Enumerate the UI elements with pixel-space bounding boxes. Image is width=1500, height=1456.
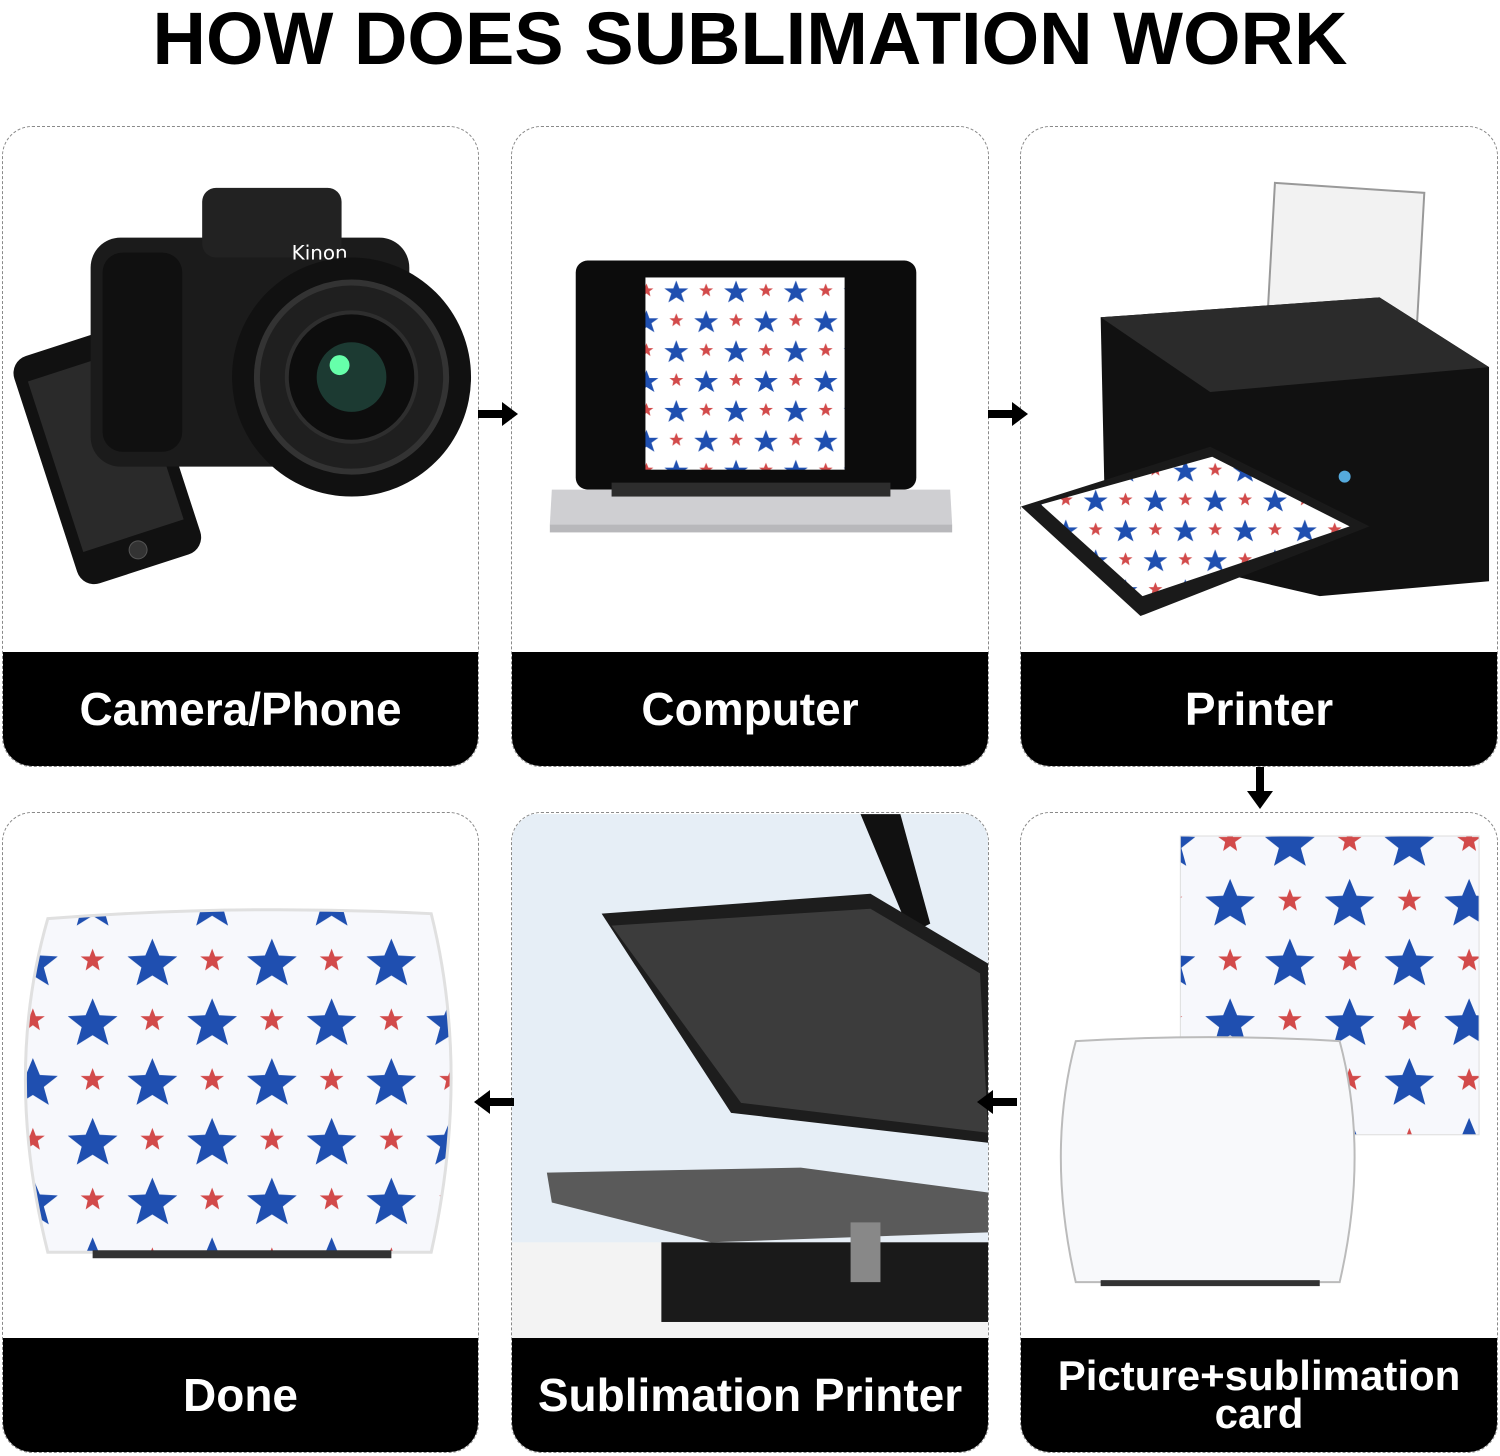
blank-pad-and-print-illustration — [1059, 835, 1480, 1287]
step-label: Computer — [512, 652, 988, 766]
arrow-right-icon — [988, 402, 1028, 426]
arrow-right-icon — [478, 402, 518, 426]
arrow-left-icon — [474, 1090, 514, 1114]
step-card-sublimation-printer: Sublimation Printer — [511, 812, 989, 1453]
page-title: HOW DOES SUBLIMATION WORK — [152, 0, 1348, 80]
camera-brand-text: Kinon — [292, 242, 348, 265]
arrow-down-icon — [1247, 767, 1273, 809]
step-card-done: Done — [2, 812, 479, 1453]
step-label: Camera/Phone — [3, 652, 478, 766]
step-label: Picture+sublimation card — [1021, 1338, 1497, 1452]
step-card-printer: Printer — [1020, 126, 1498, 767]
step-card-camera-phone: Kinon Camera/Phone — [2, 126, 479, 767]
step-label: Printer — [1021, 652, 1497, 766]
step-label: Done — [3, 1338, 478, 1452]
step-label: Sublimation Printer — [512, 1338, 988, 1452]
laptop-illustration — [549, 260, 953, 533]
camera-phone-illustration: Kinon — [13, 187, 472, 585]
step-card-computer: Computer — [511, 126, 989, 767]
arrow-left-icon — [977, 1090, 1017, 1114]
finished-mousepad-illustration — [23, 908, 453, 1259]
step-card-picture-sublimation-card: Picture+sublimation card — [1020, 812, 1498, 1453]
printer-illustration — [1021, 181, 1490, 617]
heat-press-illustration — [512, 814, 988, 1339]
